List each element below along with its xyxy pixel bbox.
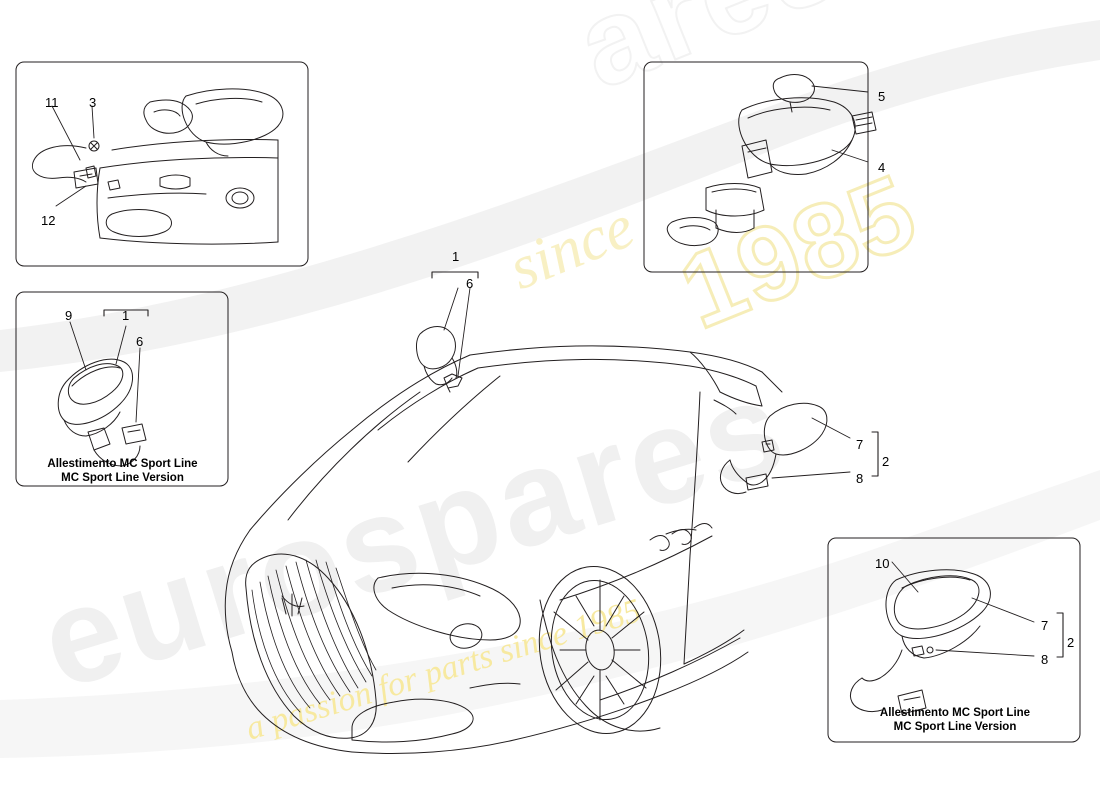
- callout-3: 3: [89, 95, 97, 110]
- car-outline: [224, 345, 783, 754]
- panel-left-mc-content: [57, 321, 147, 467]
- panel-top-left-box: [15, 61, 309, 267]
- caption-left-mc-sport: Allestimento MC Sport Line MC Sport Line…: [20, 457, 225, 486]
- callout-8-bottom: 8: [1041, 652, 1049, 667]
- callout-7-main: 7: [856, 437, 864, 452]
- callout-7-bottom: 7: [1041, 618, 1049, 633]
- caption-bottom-right-mc-sport: Allestimento MC Sport Line MC Sport Line…: [830, 706, 1080, 735]
- caption-left-line2: MC Sport Line Version: [61, 472, 184, 485]
- callout-10: 10: [875, 556, 890, 571]
- callout-8-main: 8: [856, 471, 864, 486]
- callout-12: 12: [41, 213, 56, 228]
- panel-left-mc-box: [15, 291, 229, 487]
- panel-top-right-content: [666, 74, 877, 247]
- callout-1-left: 1: [122, 308, 130, 323]
- panel-bottom-right-mc-content: [849, 561, 1035, 715]
- panel-top-left-content: [32, 88, 284, 245]
- caption-bottom-right-line1: Allestimento MC Sport Line: [879, 707, 1031, 719]
- panel-bottom-right-mc-box: [827, 537, 1081, 743]
- callout-2-bottom: 2: [1067, 635, 1075, 650]
- main-left-mirror-assembly: [416, 326, 463, 393]
- callout-6-main: 6: [466, 276, 474, 291]
- brackets: [103, 271, 1064, 658]
- callout-6-left: 6: [136, 334, 144, 349]
- panel-top-right-box: [643, 61, 869, 273]
- callout-2-main: 2: [882, 454, 890, 469]
- callout-4: 4: [878, 160, 886, 175]
- caption-bottom-right-line2: MC Sport Line Version: [893, 721, 1017, 734]
- main-right-mirror-assembly: [719, 402, 828, 495]
- main-leader-lines: [443, 287, 851, 479]
- caption-left-line1: Allestimento MC Sport Line: [47, 458, 198, 470]
- callout-1-main: 1: [452, 249, 460, 264]
- callout-11: 11: [45, 95, 59, 110]
- callout-5: 5: [878, 89, 886, 104]
- callout-9: 9: [65, 308, 73, 323]
